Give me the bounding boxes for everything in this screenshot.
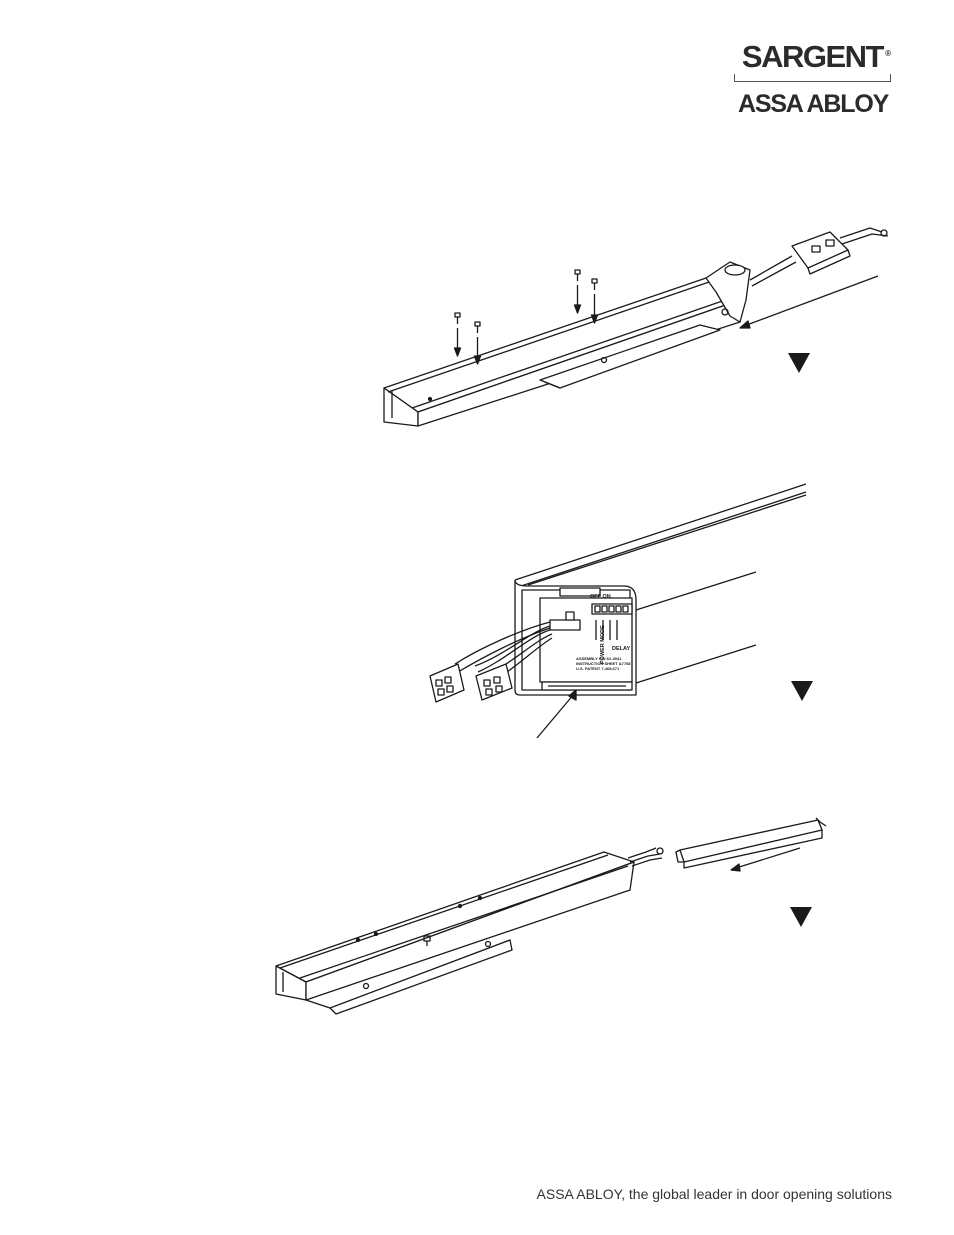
figure-2-module: OFF ON POWER MODE DELAY ASSEMBLY P/N 62-… [430,484,806,738]
cover-plate-icon [676,818,826,868]
screw-icon [455,313,461,356]
screw-icon [592,279,598,323]
delay-label: DELAY [612,646,630,652]
step-arrow-icon [791,681,813,701]
step-arrow-icon [788,353,810,373]
footer-tagline: ASSA ABLOY, the global leader in door op… [537,1186,892,1202]
connector-icon [476,664,512,700]
screw-icon [575,270,581,313]
patent-label: U.S. PATENT 7,468,671 [576,666,620,671]
switch-label: OFF ON [590,594,611,600]
screw-icon [475,322,481,364]
figure-3-cover-plate [276,818,826,1014]
connector-icon [430,664,464,702]
figure-1-header-plate [384,228,888,426]
step-arrow-icon [790,907,812,927]
